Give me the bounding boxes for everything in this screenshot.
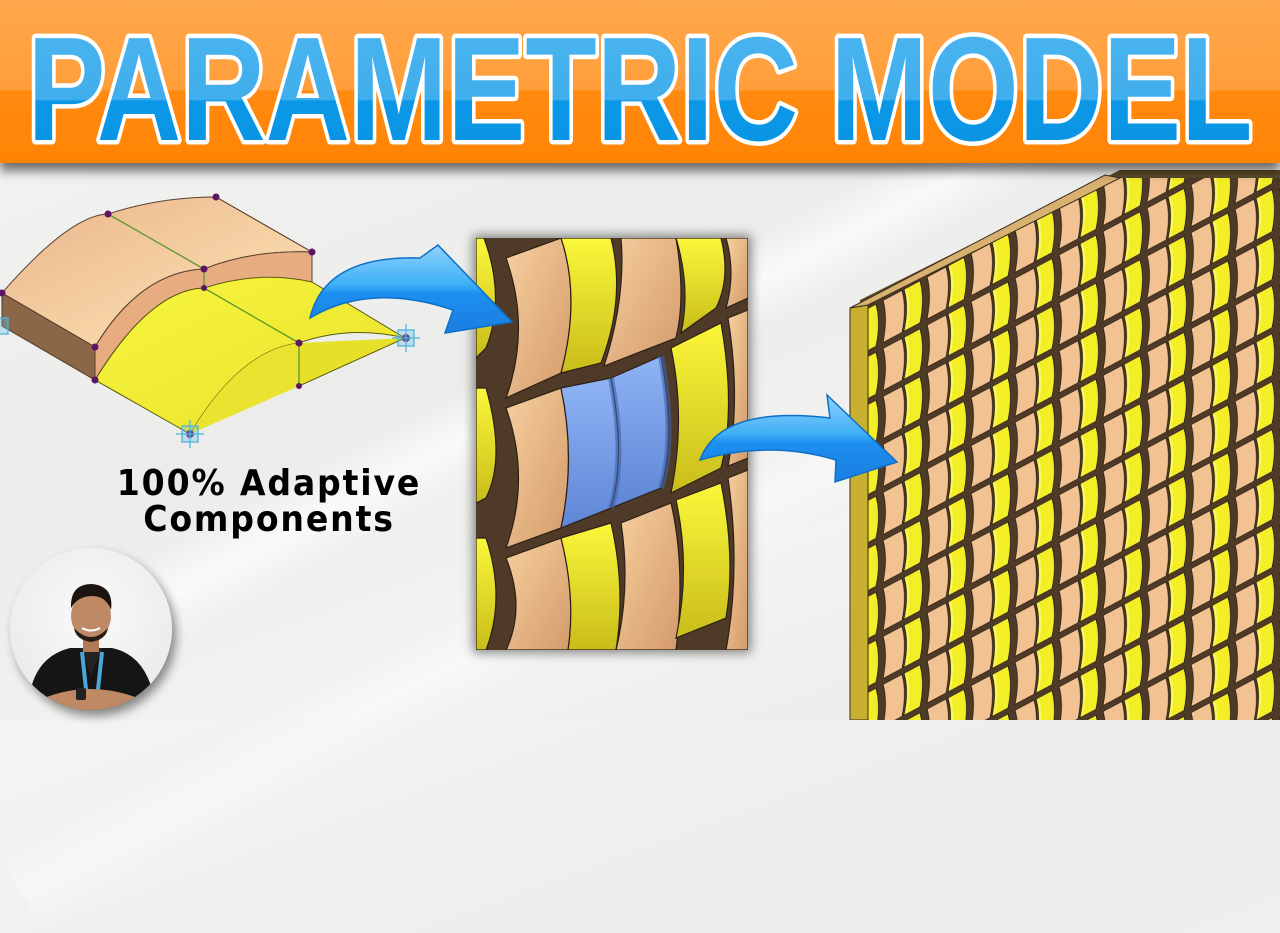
tagline-line-2: Components bbox=[143, 499, 395, 540]
tagline: 100% Adaptive Components bbox=[108, 466, 430, 538]
presenter-portrait bbox=[28, 584, 156, 710]
host-point-markers bbox=[0, 317, 420, 448]
tagline-line-1: 100% Adaptive bbox=[116, 463, 422, 504]
tile-detail-graphic bbox=[476, 238, 748, 650]
presenter-avatar bbox=[10, 548, 172, 710]
adaptive-points bbox=[0, 193, 410, 438]
banner-title: PARAMETRIC MODEL bbox=[28, 8, 1253, 158]
title-banner: PARAMETRIC MODEL bbox=[0, 0, 1280, 163]
tile-detail-panel bbox=[476, 238, 748, 650]
banner-title-graphic: PARAMETRIC MODEL bbox=[23, 8, 1257, 158]
banner-title-wrap: PARAMETRIC MODEL bbox=[0, 8, 1280, 158]
